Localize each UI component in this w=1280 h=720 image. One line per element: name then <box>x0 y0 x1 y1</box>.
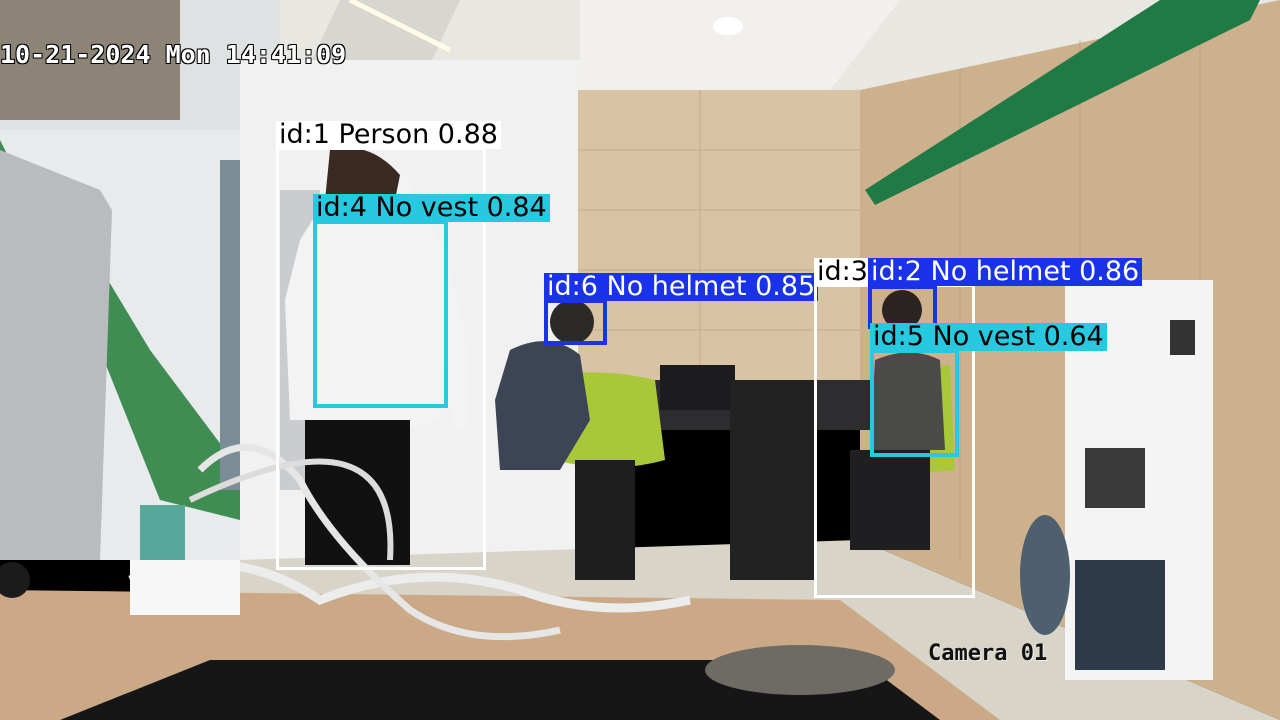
detection-box-no-vest-4 <box>313 220 448 408</box>
water-jug <box>1020 515 1070 635</box>
detection-label-no-vest-5: id:5 No vest 0.64 <box>870 323 1107 351</box>
detection-box-no-helmet-6 <box>544 299 607 345</box>
detection-label-no-vest-4: id:4 No vest 0.84 <box>313 194 550 222</box>
detection-label-no-helmet-2: id:2 No helmet 0.86 <box>868 258 1143 286</box>
power-adapter <box>130 560 240 615</box>
detection-label-person-1: id:1 Person 0.88 <box>276 121 501 149</box>
monitor-back <box>0 150 112 560</box>
seated-person-left <box>495 341 590 470</box>
office-chair <box>730 380 815 580</box>
wood-panel-wall <box>578 90 860 420</box>
camera-name-overlay: Camera 01 <box>928 641 1048 666</box>
detection-label-no-helmet-6: id:6 No helmet 0.85 <box>544 273 819 301</box>
detection-box-no-vest-5 <box>870 349 959 457</box>
ceiling-light <box>713 17 743 35</box>
company-sign <box>865 0 1260 205</box>
trash-bin <box>140 505 185 565</box>
seated-person-right <box>870 352 945 450</box>
timestamp-overlay: 10-21-2024 Mon 14:41:09 <box>0 40 347 69</box>
detection-label-person-3: id:3 <box>814 258 871 286</box>
